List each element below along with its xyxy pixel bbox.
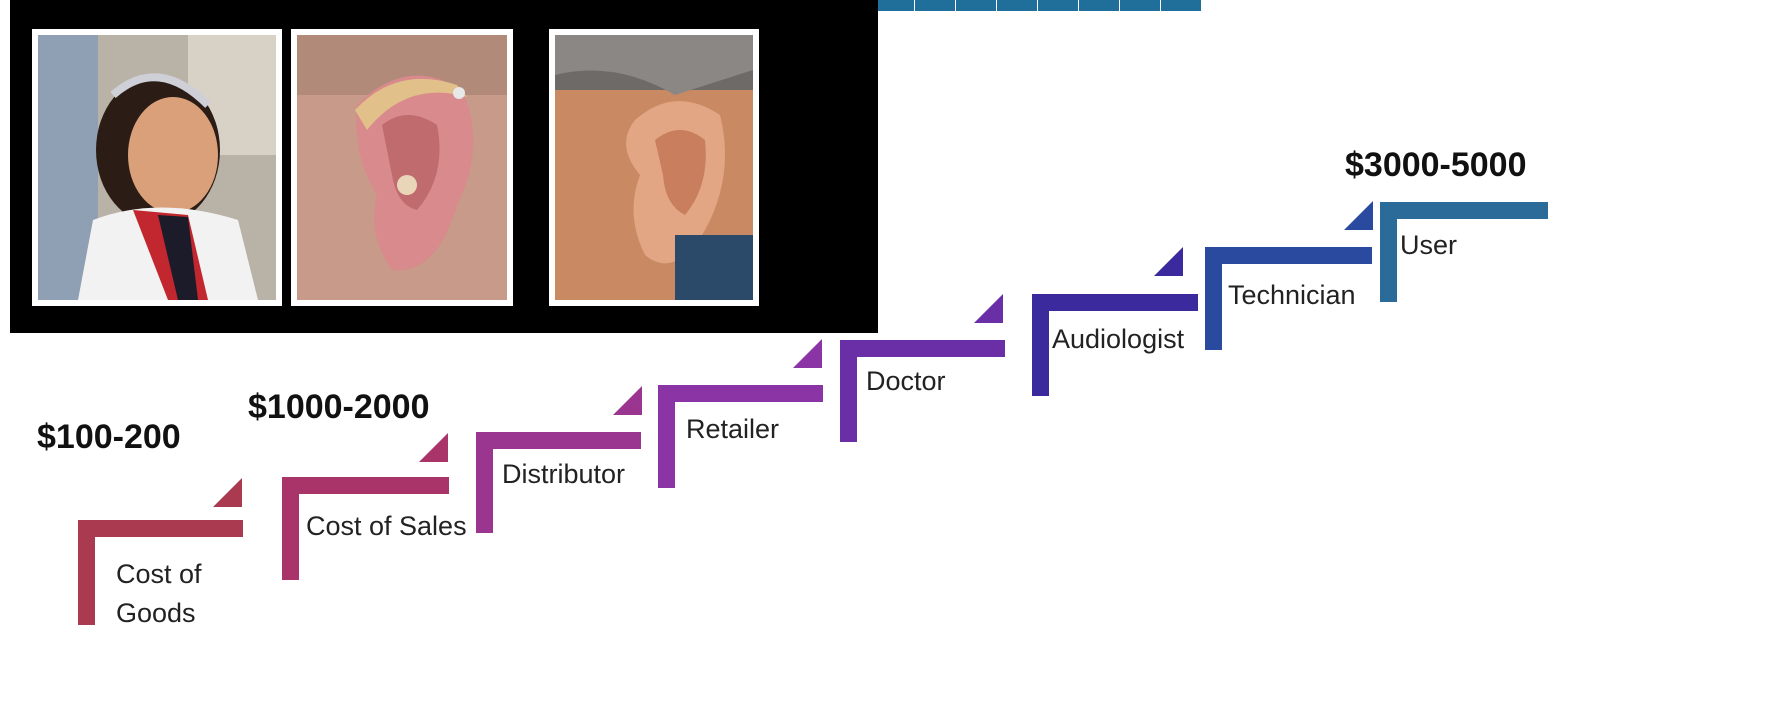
step-label-audiologist: Audiologist: [1052, 320, 1184, 359]
step-doctor-side-bar: [840, 340, 857, 442]
step-cost-of-goods-top-bar: [78, 520, 243, 537]
step-retailer-side-bar: [658, 385, 675, 488]
step-doctor-top-bar: [840, 340, 1005, 357]
step-label-cost-of-sales: Cost of Sales: [306, 507, 467, 546]
step-technician-arrow-icon: [1344, 201, 1373, 230]
step-cost-of-sales-arrow-icon: [419, 433, 448, 462]
step-label-technician: Technician: [1228, 276, 1356, 315]
step-label-doctor: Doctor: [866, 362, 946, 401]
step-label-distributor: Distributor: [502, 455, 625, 494]
step-cost-of-goods-side-bar: [78, 520, 95, 625]
step-retailer-top-bar: [658, 385, 823, 402]
step-label-retailer: Retailer: [686, 410, 779, 449]
step-distributor-top-bar: [476, 432, 641, 449]
step-technician-side-bar: [1205, 247, 1222, 350]
step-audiologist-side-bar: [1032, 294, 1049, 396]
step-retailer-arrow-icon: [793, 339, 822, 368]
step-cost-of-sales-top-bar: [282, 477, 449, 494]
step-audiologist-top-bar: [1032, 294, 1198, 311]
step-label-user: User: [1400, 226, 1457, 265]
step-user-top-bar: [1380, 202, 1548, 219]
step-distributor-side-bar: [476, 432, 493, 533]
step-user-side-bar: [1380, 202, 1397, 302]
step-distributor-arrow-icon: [613, 386, 642, 415]
step-audiologist-arrow-icon: [1154, 247, 1183, 276]
step-cost-of-sales-side-bar: [282, 477, 299, 580]
step-technician-top-bar: [1205, 247, 1372, 264]
step-cost-of-goods-arrow-icon: [213, 478, 242, 507]
step-doctor-arrow-icon: [974, 294, 1003, 323]
